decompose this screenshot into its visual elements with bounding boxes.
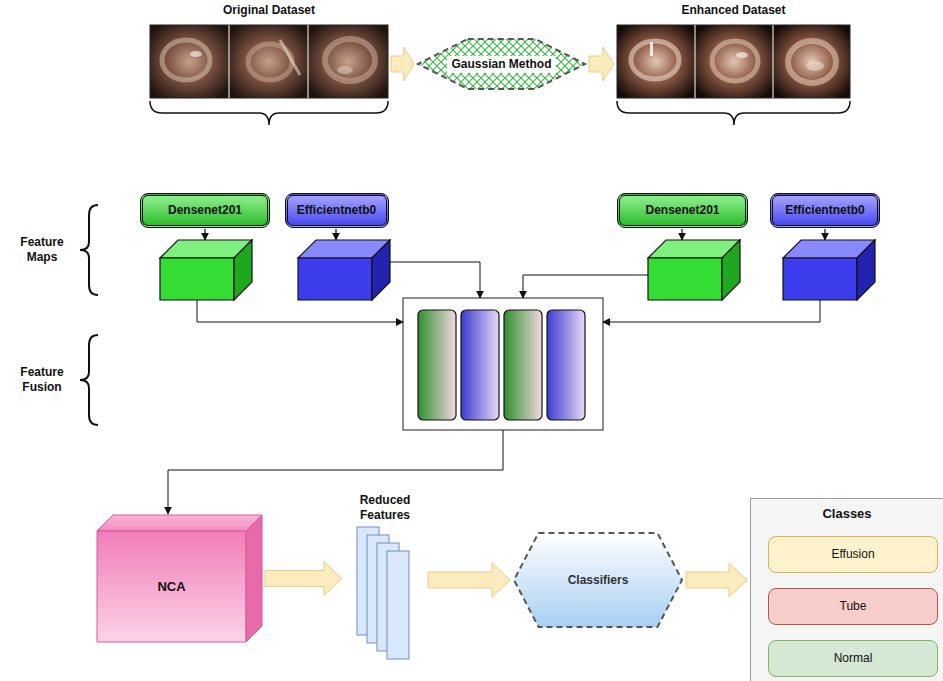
feature-map-cube: [160, 258, 234, 300]
flow-line: [168, 430, 503, 514]
section-label: Feature Maps: [6, 235, 78, 265]
endoscopy-photo: [712, 41, 758, 81]
feature-map-cube: [298, 240, 390, 300]
endoscopy-photo: [617, 25, 695, 98]
hexagon-outline: [514, 533, 682, 627]
classes-panel: EffusionTubeNormal Classes: [750, 498, 943, 681]
node-text: NCA: [157, 579, 185, 594]
feature-map-cube: [160, 240, 252, 300]
endoscopy-photo: [695, 25, 773, 98]
feature-map-cube: [648, 240, 740, 300]
endoscopy-photo: [308, 25, 388, 98]
fusion-box: [403, 298, 603, 430]
network-box: Efficientnetb0: [770, 193, 880, 228]
endoscopy-photo: [190, 51, 202, 57]
node-text: Effusion: [831, 547, 874, 562]
node-text: Tube: [840, 599, 867, 614]
fusion-box: [403, 298, 603, 430]
flow-line: [168, 262, 820, 514]
diamond-outline: [418, 39, 585, 89]
dataset-strip: Original Dataset: [150, 0, 388, 100]
block-arrow: [428, 563, 510, 597]
feature-map-cube: [783, 240, 875, 300]
node-text: Classifiers: [568, 573, 629, 588]
endoscopy-photo: [150, 25, 388, 98]
node-text: Efficientnetb0: [785, 203, 864, 218]
endoscopy-photo: [736, 52, 748, 58]
endoscopy-photo: [617, 25, 850, 98]
block-face: [246, 515, 262, 642]
network-box: Efficientnetb0: [285, 193, 389, 228]
dataset-strip: Enhanced Dataset: [617, 0, 850, 100]
feature-map-cube: [722, 240, 740, 300]
endoscopy-photo: [617, 25, 850, 98]
fusion-box: [547, 310, 585, 420]
block-arrow: [589, 47, 614, 81]
flow-line: [523, 275, 648, 298]
network-box: Densenet201: [140, 193, 270, 228]
endoscopy-photo: [280, 40, 300, 75]
node-text: Densenet201: [645, 203, 719, 218]
flow-arrow: [335, 229, 336, 240]
fusion-box: [418, 310, 456, 420]
class-box: Effusion: [768, 536, 938, 573]
block-arrow: [686, 563, 747, 597]
flow-arrow: [824, 229, 825, 240]
flow-arrow: [681, 229, 682, 240]
flow-line: [603, 300, 820, 322]
feature-map-cube: [298, 258, 372, 300]
endoscopy-photo: [773, 25, 850, 98]
endoscopy-photo: [229, 25, 308, 98]
feature-map-cube: [857, 240, 875, 300]
node-text: Original Dataset: [223, 3, 315, 18]
classifier-hexagon: Classifiers: [513, 532, 683, 628]
node-text: Normal: [834, 651, 873, 666]
class-box: Normal: [768, 640, 938, 677]
endoscopy-photo: [788, 41, 836, 83]
endoscopy-photo: [162, 40, 210, 80]
endoscopy-photo: [806, 61, 824, 71]
fusion-box: [504, 310, 542, 420]
endoscopy-photo: [695, 25, 773, 98]
group-brace: [80, 335, 98, 425]
network-box: Densenet201: [617, 193, 748, 228]
group-brace: [150, 101, 388, 125]
fusion-box: [461, 310, 499, 420]
flow-arrow: [204, 229, 205, 240]
flow-line: [197, 300, 403, 322]
reduction-block: NCA: [97, 515, 262, 642]
node-text: Enhanced Dataset: [681, 3, 785, 18]
block-arrow: [265, 562, 342, 596]
node-text: Classes: [822, 506, 871, 521]
feature-sheet: [387, 551, 409, 659]
feature-map-cube: [648, 258, 722, 300]
process-diamond: Gaussian Method: [417, 38, 586, 90]
node-text: Reduced Features: [345, 493, 425, 523]
flow-line: [390, 262, 480, 298]
flow-arrow: [205, 229, 825, 240]
node-text: Gaussian Method: [447, 56, 555, 73]
section-label: Feature Fusion: [6, 365, 78, 395]
endoscopy-photo: [150, 25, 229, 98]
endoscopy-photo: [337, 66, 353, 74]
node-text: Densenet201: [168, 203, 242, 218]
block-arrow: [391, 47, 414, 81]
node-text: Efficientnetb0: [297, 203, 376, 218]
feature-map-cube: [234, 240, 252, 300]
endoscopy-photo: [229, 25, 308, 98]
block-face: [97, 515, 262, 531]
block-face: [97, 531, 246, 642]
class-box: Tube: [768, 588, 938, 625]
feature-map-cube: [372, 240, 390, 300]
feature-map-cube: [783, 258, 857, 300]
group-brace: [80, 205, 98, 295]
endoscopy-photo: [150, 25, 388, 98]
reduction-block-outline: [97, 515, 262, 642]
endoscopy-photo: [650, 42, 653, 56]
endoscopy-photo: [631, 41, 679, 79]
feature-stack: Reduced Features: [345, 493, 425, 663]
group-brace: [617, 101, 850, 125]
endoscopy-photo: [325, 39, 375, 81]
